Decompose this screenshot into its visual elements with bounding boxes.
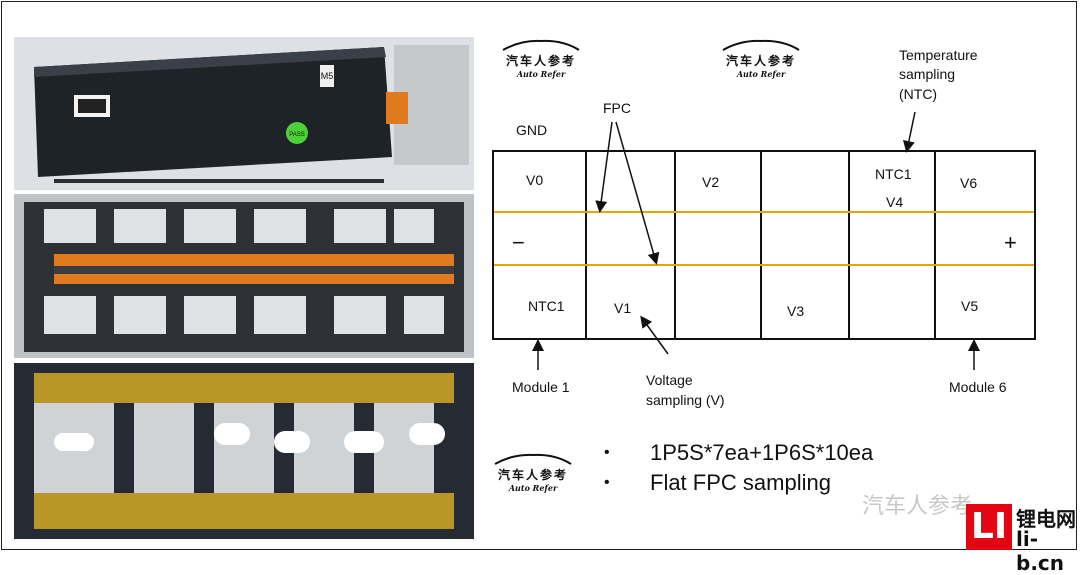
module1-label: Module 1 bbox=[512, 379, 570, 395]
grid-divider bbox=[760, 150, 762, 340]
ntc-arrow bbox=[902, 111, 916, 153]
module-photo-top: PASS M5 bbox=[14, 37, 474, 190]
grid-divider bbox=[674, 150, 676, 340]
module-tag: M5 bbox=[321, 71, 334, 81]
auto-refer-logo: 汽车人参考 Auto Refer bbox=[715, 38, 807, 86]
voltage-label-line1: Voltage bbox=[646, 372, 693, 388]
positive-terminal: + bbox=[1004, 230, 1017, 255]
logo-en-text: Auto Refer bbox=[736, 69, 786, 79]
fpc-line-lower bbox=[494, 264, 1034, 266]
auto-refer-logo: 汽车人参考 Auto Refer bbox=[487, 452, 579, 500]
brand-url: li-b.cn bbox=[1016, 527, 1065, 575]
temp-label-line1: Temperature bbox=[899, 47, 978, 63]
annotation-arrows bbox=[532, 111, 980, 370]
bullet-dot: • bbox=[604, 444, 610, 461]
cell-label-v3: V3 bbox=[787, 303, 805, 319]
cell-label-v0: V0 bbox=[526, 172, 544, 188]
gnd-label: GND bbox=[516, 122, 548, 138]
auto-refer-logo: 汽车人参考 Auto Refer bbox=[495, 38, 587, 86]
negative-terminal: − bbox=[512, 230, 525, 255]
note-sampling: Flat FPC sampling bbox=[650, 470, 831, 495]
watermark-text: 汽车人参考 bbox=[862, 494, 973, 519]
logo-en-text: Auto Refer bbox=[508, 483, 558, 493]
module-grid bbox=[492, 150, 1036, 340]
module6-label: Module 6 bbox=[949, 379, 1007, 395]
logo-cn-text: 汽车人参考 bbox=[505, 54, 576, 68]
brand-name: 锂电网 bbox=[1016, 507, 1076, 531]
module-photo-fpc bbox=[14, 194, 474, 358]
logo-cn-text: 汽车人参考 bbox=[725, 54, 796, 68]
cell-label-v6: V6 bbox=[960, 175, 978, 191]
bullet-dot: • bbox=[604, 474, 610, 491]
image-frame bbox=[1, 1, 1077, 550]
cell-label-ntc1-bottom: NTC1 bbox=[528, 298, 565, 314]
module-photo-cells bbox=[14, 363, 474, 539]
fpc-arrow-lower bbox=[615, 121, 660, 265]
temp-label-line2: sampling bbox=[899, 66, 956, 82]
note-config: 1P5S*7ea+1P6S*10ea bbox=[650, 440, 874, 465]
temp-label-line3: (NTC) bbox=[899, 86, 938, 102]
fpc-label: FPC bbox=[603, 100, 631, 116]
logo-en-text: Auto Refer bbox=[516, 69, 566, 79]
cell-label-v4: V4 bbox=[886, 194, 904, 210]
fpc-line-upper bbox=[494, 211, 1034, 213]
grid-divider bbox=[585, 150, 587, 340]
fpc-arrow-upper bbox=[595, 121, 613, 213]
voltage-label-line2: sampling (V) bbox=[646, 392, 725, 408]
voltage-arrow bbox=[640, 315, 669, 355]
cell-label-v1: V1 bbox=[614, 300, 632, 316]
pass-sticker: PASS bbox=[289, 132, 305, 138]
grid-divider bbox=[934, 150, 936, 340]
grid-divider bbox=[848, 150, 850, 340]
cell-label-v2: V2 bbox=[702, 174, 720, 190]
li-brand-badge: LI bbox=[966, 504, 1012, 550]
cell-label-ntc1-top: NTC1 bbox=[875, 166, 912, 182]
cell-label-v5: V5 bbox=[961, 298, 979, 314]
logo-cn-text: 汽车人参考 bbox=[497, 468, 568, 482]
